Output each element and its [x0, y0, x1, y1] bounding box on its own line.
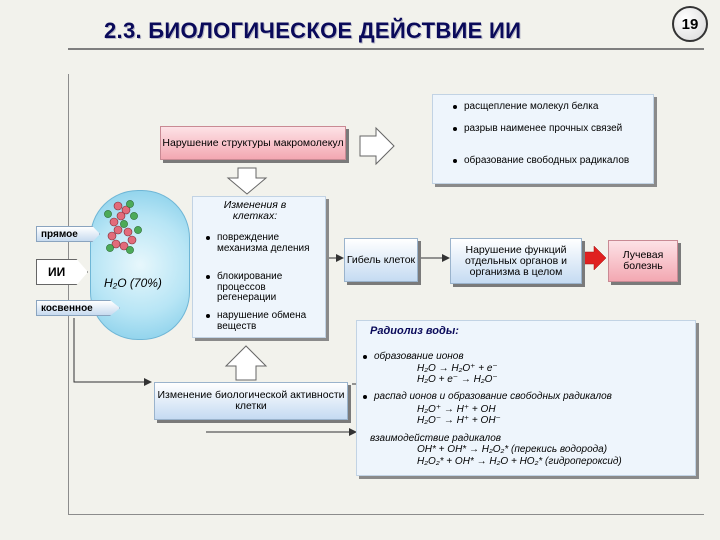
bio-activity-box: Изменение биологической активности клетк…	[154, 382, 348, 420]
interaction-equation-1: OH* + OH* → H₂O₂* (перекись водорода)	[417, 444, 608, 455]
cell-changes-header: Изменения в клетках:	[223, 199, 287, 222]
cell-change-division: повреждение механизма деления	[205, 232, 311, 254]
page-number-badge: 19	[672, 6, 708, 42]
macro-bullet-radicals: образование свободных радикалов	[452, 155, 636, 167]
organ-to-sickness-red-arrow	[583, 245, 607, 271]
cell-change-metabolism: нарушение обмена веществ	[205, 310, 311, 332]
macro-down-hollow-arrow	[226, 167, 268, 195]
radiolysis-ions-title: образование ионов	[362, 351, 562, 363]
macro-bullet-protein: расщепление молекул белка	[452, 101, 648, 113]
radiation-sickness-box: Лучевая болезнь	[608, 240, 678, 282]
water-content-label: H₂O (70%)	[104, 276, 162, 290]
frame-left-line	[68, 74, 69, 514]
radiolysis-title: Радиолиз воды:	[370, 325, 459, 337]
title-underline	[68, 48, 704, 50]
interaction-equation-2: H₂O₂* + OH* → H₂O + HO₂* (гидропероксид)	[417, 456, 622, 467]
radiolysis-decay-title: распад ионов и образование свободных рад…	[362, 391, 692, 403]
cell-change-regeneration: блокирование процессов регенерации	[205, 271, 311, 304]
macro-effects-panel	[432, 94, 654, 184]
frame-bottom-line	[68, 514, 704, 515]
ions-equation-1: H₂O → H₂O⁺ + e⁻	[417, 363, 498, 374]
bio-up-hollow-arrow	[224, 345, 268, 381]
indirect-effect-label: косвенное	[36, 300, 120, 316]
macro-bullet-bonds: разрыв наименее прочных связей	[452, 123, 636, 135]
direct-effect-label: прямое	[36, 226, 100, 242]
radiolysis-panel	[356, 320, 696, 476]
macro-right-hollow-arrow	[359, 126, 395, 166]
radiolysis-interaction-title: взаимодействие радикалов	[370, 433, 501, 444]
cell-changes-panel	[192, 196, 326, 338]
decay-equation-1: H₂O⁺ → H⁺ + OH	[417, 404, 496, 415]
decay-equation-2: H₂O⁻ → H⁺ + OH⁻	[417, 415, 501, 426]
ions-equation-2: H₂O + e⁻ → H₂O⁻	[417, 374, 498, 385]
cell-death-box: Гибель клеток	[344, 238, 418, 282]
slide-title: 2.3. БИОЛОГИЧЕСКОЕ ДЕЙСТВИЕ ИИ	[104, 18, 522, 43]
macromolecule-disruption-box: Нарушение структуры макромолекул	[160, 126, 346, 160]
indirect-path-line	[73, 318, 152, 386]
ionizing-radiation-arrow: ИИ	[36, 259, 88, 285]
organ-dysfunction-box: Нарушение функций отдельных органов и ор…	[450, 238, 582, 284]
